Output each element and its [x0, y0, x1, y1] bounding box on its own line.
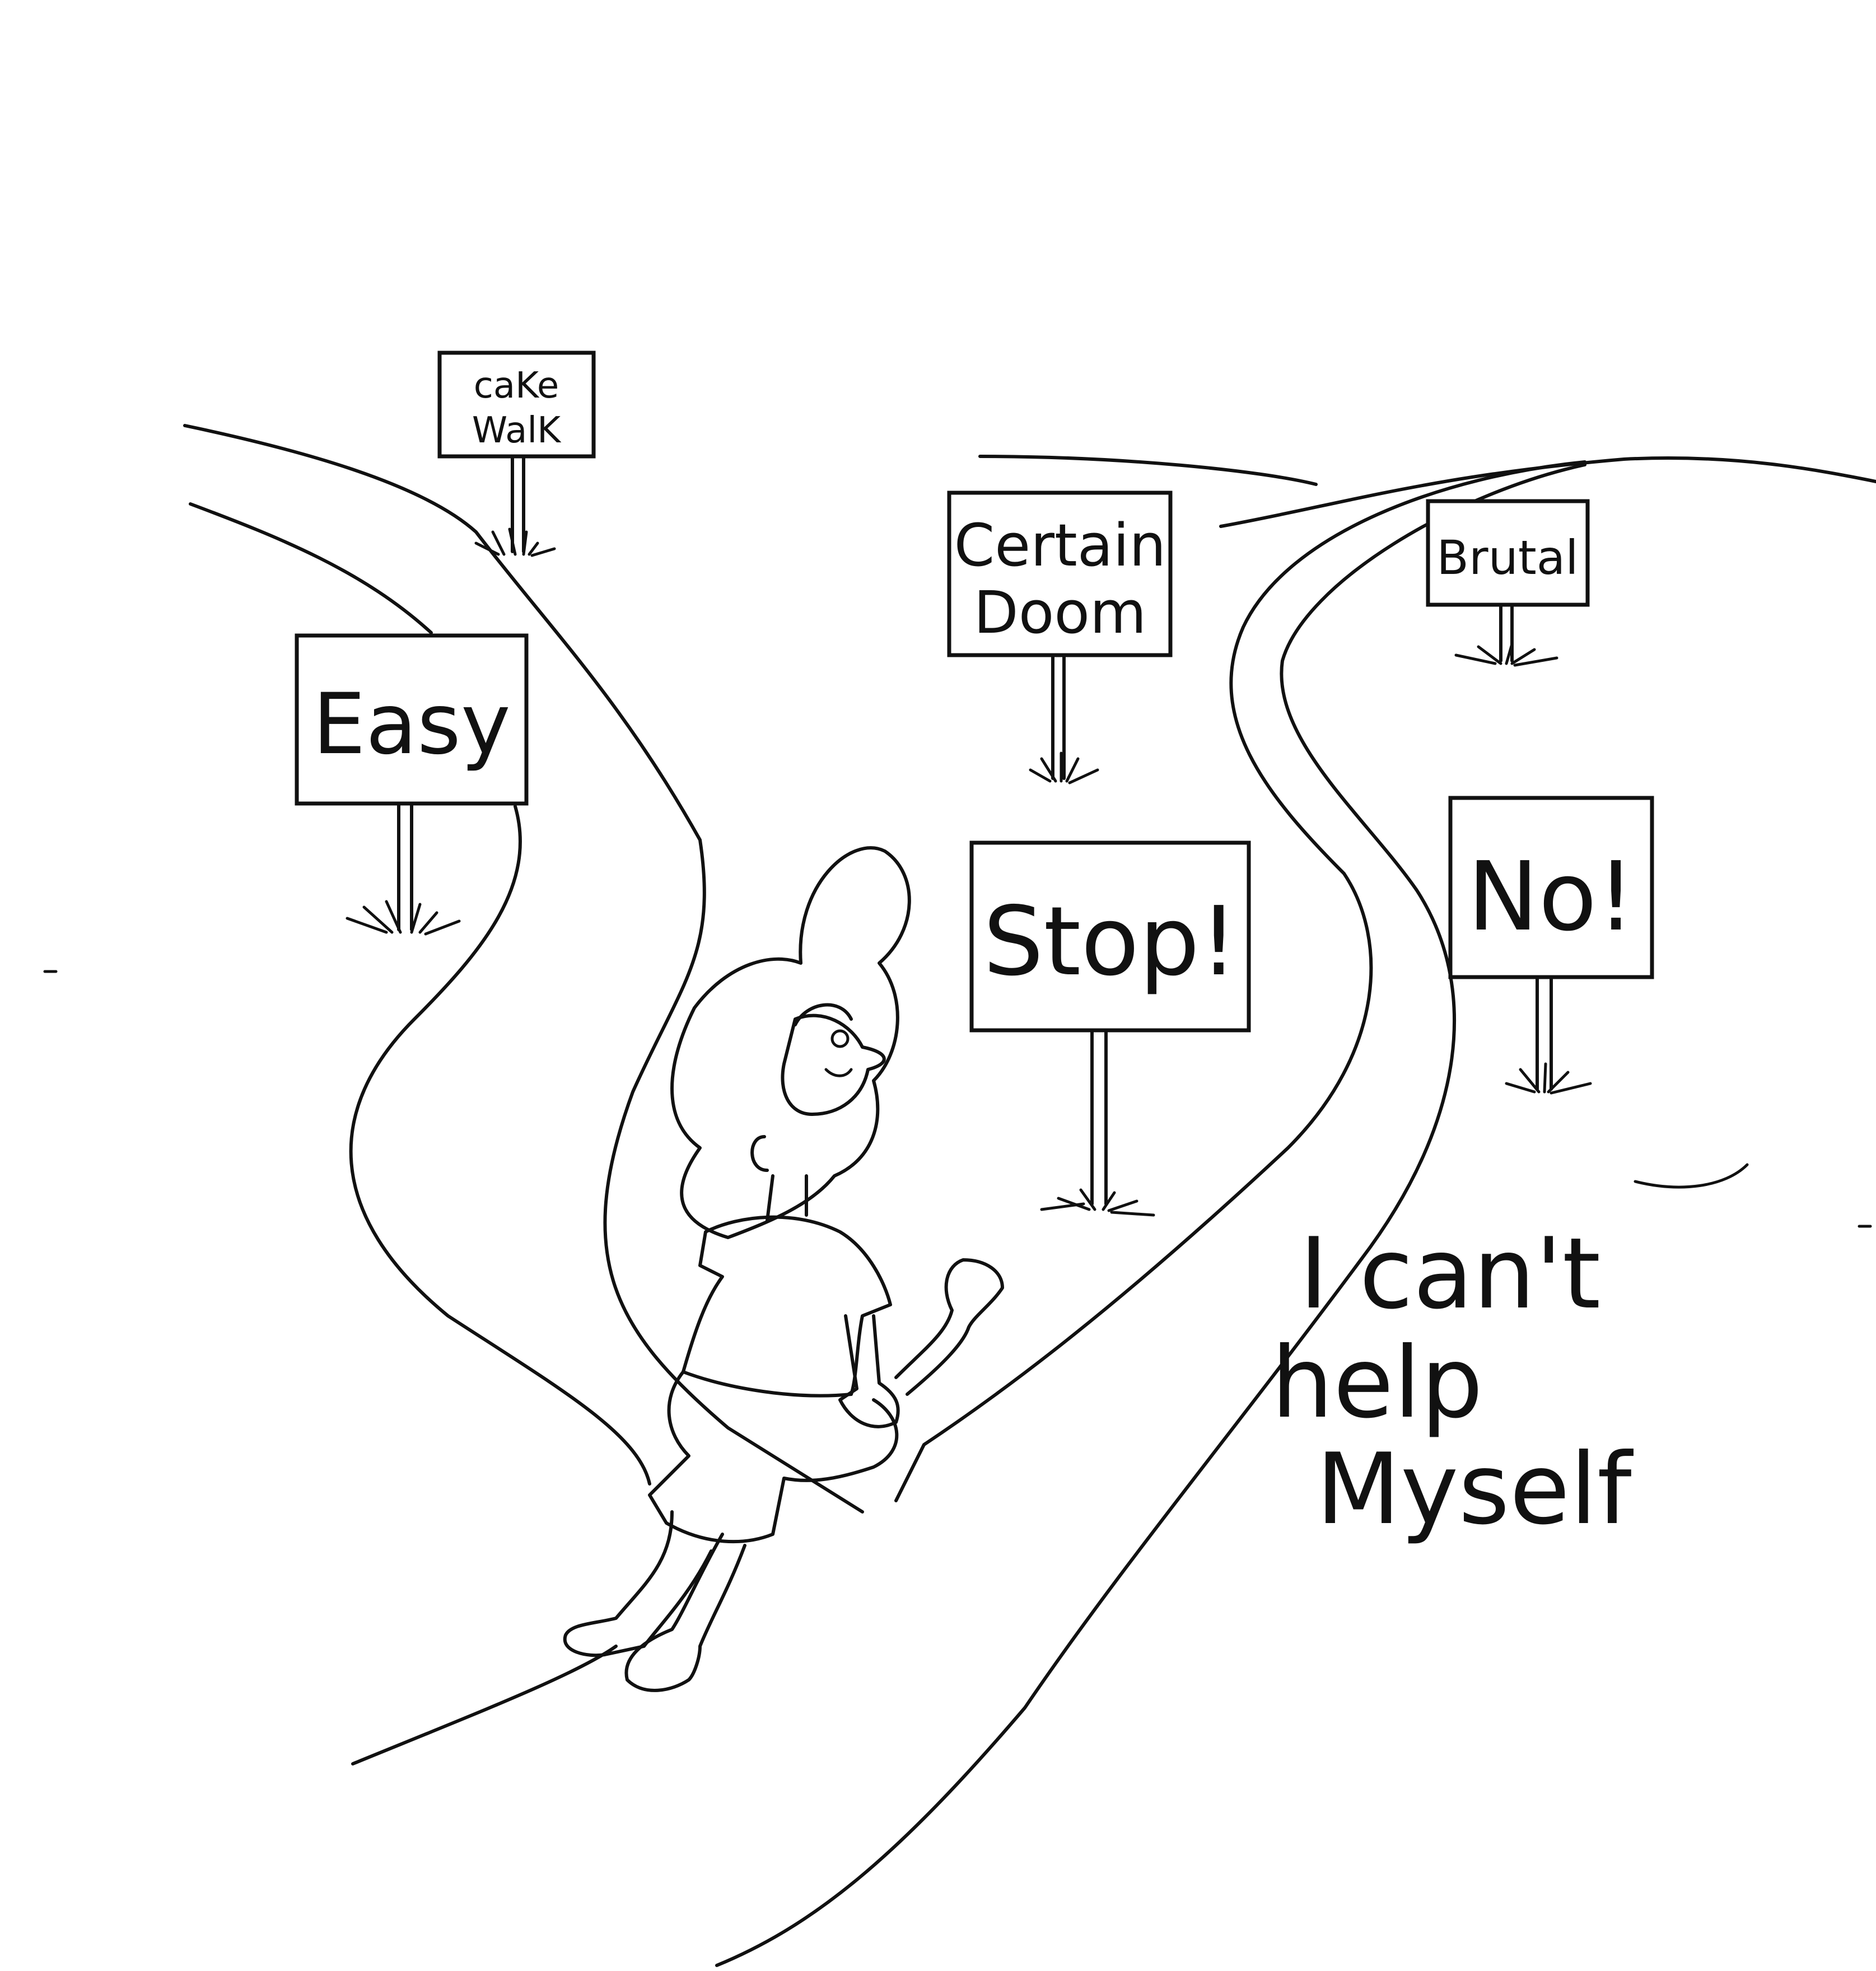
sign-cake-walk: caKe WalK [437, 351, 596, 557]
person-neck [766, 1174, 808, 1222]
person-cap [794, 1003, 853, 1026]
sign-cake-walk-line1: caKe [474, 365, 559, 407]
sign-certain-doom: Certain Doom [947, 491, 1173, 784]
grass-tuft [346, 900, 461, 936]
sign-stop: Stop! [969, 840, 1251, 1217]
sign-certain-doom-line2: Doom [974, 578, 1147, 647]
person-raised-arm [894, 1258, 1004, 1396]
walking-person [563, 846, 1004, 1692]
person-leg-back [563, 1510, 713, 1657]
grass-tuft [1454, 642, 1558, 667]
sign-cake-walk-board [437, 351, 596, 459]
sign-no-board [1448, 796, 1654, 979]
sign-cake-walk-line2: WalK [472, 410, 562, 451]
sign-stop-board [969, 840, 1251, 1033]
sign-no: No! [1448, 796, 1654, 1095]
sign-easy: Easy [295, 633, 529, 936]
caption-line3: Myself [1316, 1433, 1634, 1547]
person-face [781, 1013, 886, 1116]
sign-stop-label: Stop! [983, 886, 1238, 997]
left-road [183, 424, 864, 1514]
sign-brutal: Brutal [1426, 499, 1590, 667]
sign-certain-doom-line1: Certain [954, 511, 1166, 580]
sign-brutal-board [1426, 499, 1590, 607]
sign-easy-board [295, 633, 529, 806]
grass-tuft [1505, 1062, 1592, 1095]
person-hair [670, 846, 911, 1239]
sign-brutal-label: Brutal [1436, 530, 1578, 585]
right-road [715, 455, 1876, 1967]
grass-tuft [1040, 1188, 1155, 1217]
person-torso [682, 1215, 892, 1398]
caption-line1: I can't [1299, 1217, 1600, 1331]
caption-line2: help [1271, 1327, 1483, 1440]
grass-tuft [474, 527, 556, 557]
person-ear [750, 1135, 769, 1172]
person-smile [824, 1068, 853, 1077]
person-leg-front [624, 1533, 746, 1692]
caption: I can't help Myself [1271, 1217, 1634, 1547]
sign-easy-label: Easy [312, 676, 511, 773]
person-left-arm [838, 1314, 900, 1428]
sign-no-label: No! [1467, 842, 1635, 952]
person-eye [830, 1029, 850, 1048]
grass-tuft [1029, 751, 1099, 784]
sign-certain-doom-board [947, 491, 1173, 657]
ground-line [351, 1645, 618, 1766]
person-shorts [648, 1370, 899, 1544]
